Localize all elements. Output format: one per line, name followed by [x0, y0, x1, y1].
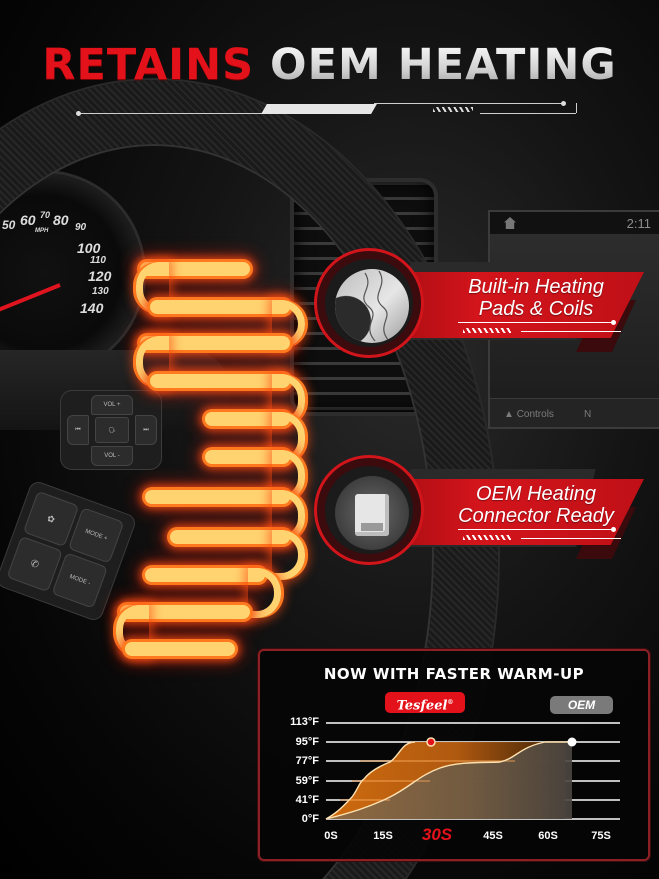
y-tick: 41°F [295, 794, 319, 806]
connector-icon [335, 476, 409, 550]
tesfeel-marker [426, 737, 436, 747]
steering-control-pad: VOL + VOL - ⏮ ⏭ 🗣 [60, 390, 162, 470]
legend-oem: OEM [550, 696, 613, 714]
y-tick: 0°F [301, 813, 319, 825]
title-main: OEM HEATING [270, 40, 617, 90]
x-tick: 0S [324, 830, 338, 842]
y-tick: 59°F [295, 775, 319, 787]
warmup-area-chart [325, 722, 620, 820]
feature-heating-pads: Built-in Heating Pads & Coils [306, 240, 659, 360]
voice-button: 🗣 [95, 417, 129, 443]
y-tick: 113°F [290, 716, 319, 728]
feature-image-frame [314, 455, 424, 565]
x-tick: 15S [373, 830, 393, 842]
x-tick-highlight: 30S [421, 825, 453, 844]
home-icon [504, 217, 516, 229]
x-tick: 45S [483, 830, 503, 842]
feature-label: Built-in Heating Pads & Coils [468, 276, 604, 320]
feature-label: OEM Heating Connector Ready [458, 483, 614, 527]
vol-down-button: VOL - [91, 446, 133, 466]
prev-track-button: ⏮ [67, 415, 89, 445]
screen-controls-label: ▲ Controls [504, 409, 554, 420]
next-track-button: ⏭ [135, 415, 157, 445]
y-tick: 77°F [295, 755, 319, 767]
oem-marker [567, 737, 577, 747]
screen-gear: N [584, 409, 592, 420]
x-tick: 75S [591, 830, 611, 842]
chart-title: NOW WITH FASTER WARM-UP [323, 665, 585, 683]
feature-oem-connector: OEM Heating Connector Ready [306, 447, 659, 567]
x-tick: 60S [538, 830, 558, 842]
warmup-chart-card: NOW WITH FASTER WARM-UP Tesfeel® OEM 113… [258, 649, 650, 861]
tesfeel-logo: Tesfeel [396, 698, 448, 714]
vol-up-button: VOL + [91, 395, 133, 415]
heating-pad-icon [335, 269, 409, 343]
title-highlight: RETAINS [42, 40, 255, 90]
title-underline-decoration [76, 100, 578, 120]
y-tick: 95°F [295, 736, 319, 748]
legend-tesfeel: Tesfeel® [385, 692, 465, 713]
screen-time: 2:11 [626, 216, 651, 231]
mode-down-button: MODE - [51, 552, 108, 609]
page-title: RETAINS OEM HEATING [0, 40, 659, 90]
feature-image-frame [314, 248, 424, 358]
